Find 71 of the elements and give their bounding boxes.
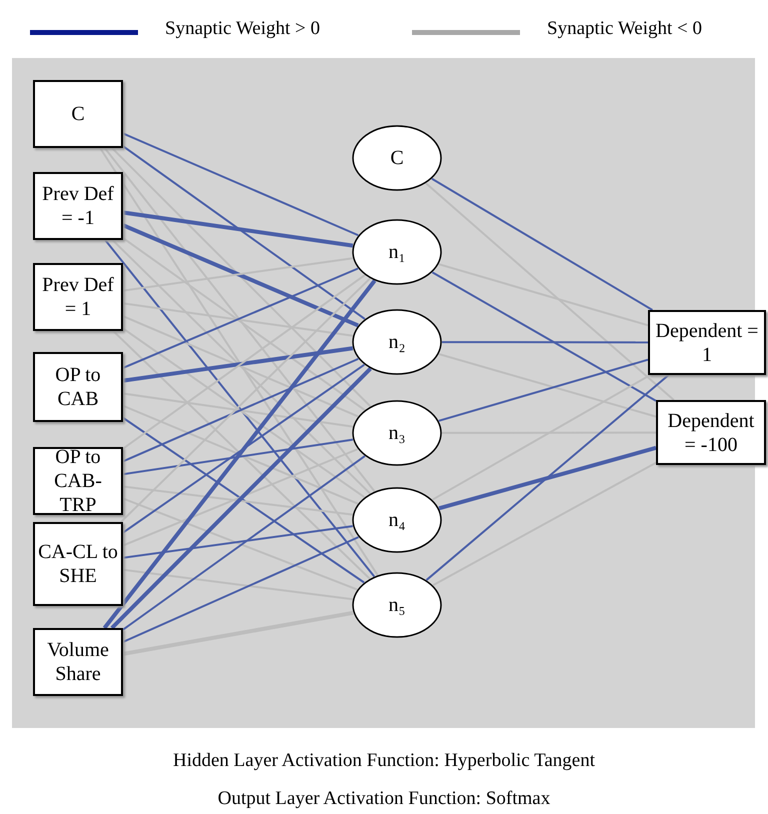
note-text: Hidden Layer Activation Function: Hyperbolic Tangent <box>172 750 596 772</box>
connection-line <box>122 257 353 292</box>
connection-line <box>110 367 372 630</box>
connection-line <box>122 448 358 546</box>
connection-line <box>122 346 354 383</box>
connection-line <box>122 210 354 248</box>
connection-line <box>122 358 359 462</box>
neuron-label: C <box>390 146 404 170</box>
neuron-label: n₄ <box>388 508 406 532</box>
connection-line <box>112 239 371 494</box>
node-box: C <box>33 80 123 148</box>
connection-line <box>122 315 358 418</box>
connection-line <box>438 358 648 422</box>
connection-line <box>104 147 376 492</box>
connection-line <box>122 223 359 328</box>
node-box: Prev Def = -1 <box>33 172 123 240</box>
node-box: Volume Share <box>33 628 123 696</box>
connection-line <box>122 404 358 505</box>
neuron-label: n₃ <box>388 421 406 445</box>
connection-line <box>120 278 371 523</box>
connection-line <box>122 536 359 643</box>
connection-line <box>122 416 365 584</box>
connection-line <box>122 145 366 320</box>
connection-line <box>102 279 376 630</box>
note-text: Output Layer Activation Function: Softmax <box>216 788 552 810</box>
connection-line <box>438 263 648 326</box>
connection-line <box>122 498 358 590</box>
connection-line <box>122 568 353 600</box>
neuron-label: n₁ <box>388 240 406 264</box>
connection-line <box>438 446 657 510</box>
connection-line <box>432 272 656 402</box>
legend-label: Synaptic Weight < 0 <box>547 18 702 40</box>
node-box: Dependent = 1 <box>648 310 766 375</box>
connection-line <box>122 455 366 630</box>
node-box: Dependent = -100 <box>656 400 766 465</box>
legend-label: Synaptic Weight > 0 <box>165 18 320 40</box>
connection-line <box>122 525 353 559</box>
connection-line <box>122 302 353 337</box>
neuron-ellipse <box>352 125 442 191</box>
neuron-ellipse <box>352 309 442 375</box>
connection-line <box>122 392 353 428</box>
node-box: OP to CAB <box>33 352 123 422</box>
node-box: Prev Def = 1 <box>33 263 123 331</box>
connection-line <box>122 237 366 411</box>
connection-line <box>432 374 651 501</box>
neuron-ellipse <box>352 219 442 285</box>
connection-line <box>425 182 674 401</box>
connection-line <box>122 610 354 656</box>
connection-line <box>438 353 656 418</box>
neuron-label: n₅ <box>388 593 406 617</box>
connection-line <box>122 268 358 369</box>
neuron-label: n₂ <box>388 330 406 354</box>
connection-line <box>104 239 376 578</box>
neuron-ellipse <box>352 400 442 466</box>
connection-line <box>122 364 365 534</box>
connection-line <box>111 147 372 408</box>
connection-line <box>122 328 365 498</box>
node-box: OP to CAB-TRP <box>33 447 123 515</box>
connection-line <box>122 486 353 516</box>
node-box: CA-CL to SHE <box>33 522 123 606</box>
connection-line <box>426 374 670 581</box>
neuron-ellipse <box>352 487 442 553</box>
connection-line <box>431 178 653 311</box>
connection-line <box>122 438 354 476</box>
connection-line <box>442 341 648 344</box>
connection-line <box>122 132 359 236</box>
connection-line <box>112 330 370 580</box>
connection-line <box>99 147 378 576</box>
neuron-ellipse <box>352 572 442 638</box>
connection-line <box>432 462 656 586</box>
connection-line <box>122 274 366 450</box>
